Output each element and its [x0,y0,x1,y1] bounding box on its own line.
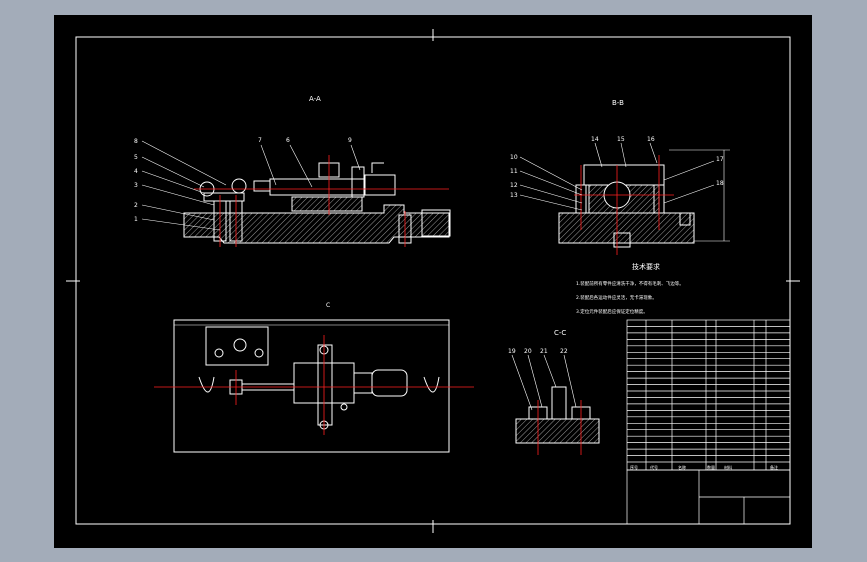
side-section-view: B-B 10 11 12 13 [510,99,730,255]
bom-header-remark: 备注 [770,464,778,470]
bom-header: 序号 代号 名称 数量 材料 备注 [630,464,778,470]
bom-header-code: 代号 [650,464,658,470]
balloon-8: 8 [134,138,138,145]
front-section-view: A-A [134,95,451,247]
balloon-9: 9 [348,137,352,144]
balloon-13: 13 [510,192,518,199]
balloon-3: 3 [134,182,138,189]
notes-line-2: 2.装配后各运动件应灵活，无卡滞现象。 [576,294,657,301]
balloon-10: 10 [510,154,518,161]
technical-notes: 技术要求 1.装配前所有零件应清洗干净，不得有毛刺、飞边等。 2.装配后各运动件… [576,262,684,315]
assembly-drawing: A-A [66,29,800,533]
bom-header-index: 序号 [630,464,638,470]
section-marker-c: C [326,302,330,309]
balloon-11: 11 [510,168,518,175]
detail-section-view: C-C 19 20 21 22 [508,329,600,455]
notes-line-1: 1.装配前所有零件应清洗干净，不得有毛刺、飞边等。 [576,280,684,287]
top-view: C [154,302,474,453]
parts-list: 序号 代号 名称 数量 材料 备注 [626,319,791,525]
front-view-title: A-A [309,95,321,103]
balloon-14: 14 [591,136,599,143]
bom-header-name: 名称 [678,464,686,470]
balloon-1: 1 [134,216,138,223]
balloon-6: 6 [286,137,290,144]
notes-heading: 技术要求 [632,262,660,271]
centering-marks [66,29,800,533]
detail-view-title: C-C [554,329,566,337]
sheet-border [75,36,791,525]
bom-header-material: 材料 [724,464,732,470]
balloon-22: 22 [560,348,568,355]
notes-line-3: 3.定位元件装配后应保证定位精度。 [576,308,648,315]
balloon-20: 20 [524,348,532,355]
cad-viewport[interactable]: A-A [54,15,812,548]
balloon-16: 16 [647,136,655,143]
balloon-7: 7 [258,137,262,144]
side-view-title: B-B [612,99,624,107]
balloon-5: 5 [134,154,138,161]
bom-header-qty: 数量 [707,464,715,470]
balloon-15: 15 [617,136,625,143]
balloon-18: 18 [716,180,724,187]
balloon-2: 2 [134,202,138,209]
balloon-21: 21 [540,348,548,355]
balloon-12: 12 [510,182,518,189]
balloon-17: 17 [716,156,724,163]
balloon-4: 4 [134,168,138,175]
balloon-19: 19 [508,348,516,355]
